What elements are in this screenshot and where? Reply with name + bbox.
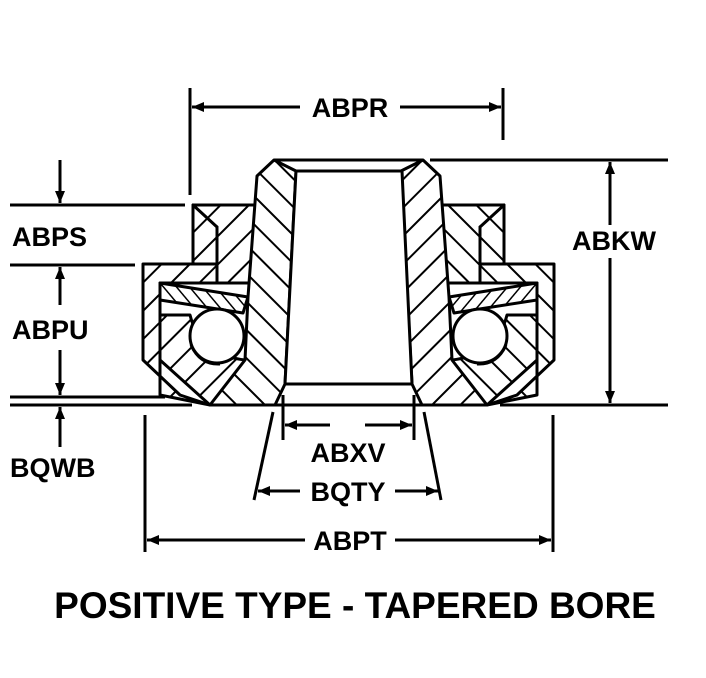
label-abkw: ABKW (572, 226, 656, 256)
tapered-bore (283, 169, 414, 386)
label-abpt: ABPT (313, 526, 387, 556)
bearing-cross-section (141, 158, 556, 407)
right-ball-cage (476, 344, 508, 366)
label-bqwb: BQWB (10, 453, 95, 483)
label-abpr: ABPR (312, 93, 389, 123)
left-outer-race (141, 262, 219, 407)
left-seal (158, 281, 250, 315)
label-bqty: BQTY (310, 477, 385, 507)
left-ball-cage (189, 344, 221, 366)
diagram-title: POSITIVE TYPE - TAPERED BORE (54, 585, 656, 626)
right-seal (447, 281, 539, 315)
label-abxv: ABXV (310, 438, 385, 468)
left-half (141, 158, 298, 407)
dimension-lines (10, 88, 668, 552)
label-abps: ABPS (12, 222, 87, 252)
right-half (399, 158, 556, 407)
right-outer-race (478, 262, 556, 407)
label-abpu: ABPU (12, 315, 89, 345)
